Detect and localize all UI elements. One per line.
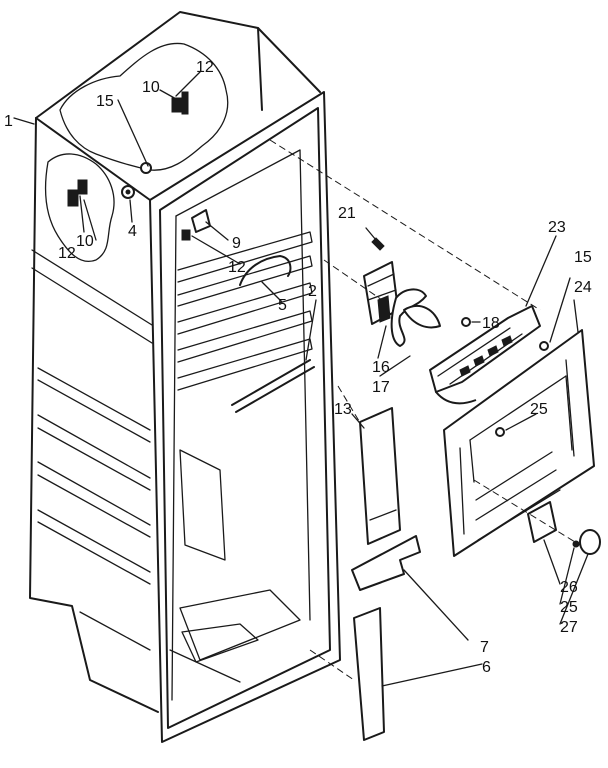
callout-15-upper: 15 — [96, 93, 114, 110]
fastener-clip-10-upper — [171, 91, 189, 115]
screw-25-upper — [495, 427, 505, 437]
callout-17: 17 — [372, 379, 390, 396]
callout-26: 26 — [560, 579, 578, 596]
alignment-lines — [269, 139, 581, 681]
callout-labels: 1 15 12 10 12 10 4 9 12 5 2 21 23 15 24 … — [4, 59, 592, 676]
fan-motor-assembly — [363, 261, 441, 347]
callout-13: 13 — [334, 401, 352, 418]
callout-10-side: 10 — [76, 233, 94, 250]
callout-9: 9 — [232, 235, 241, 252]
callout-10-upper: 10 — [142, 79, 160, 96]
callout-2: 2 — [308, 283, 317, 300]
duct-13 — [359, 407, 401, 545]
callout-18: 18 — [482, 315, 500, 332]
callout-25-lower: 25 — [560, 599, 578, 616]
callout-4: 4 — [128, 223, 137, 240]
cabinet-outline — [29, 11, 321, 713]
callout-16: 16 — [372, 359, 390, 376]
callout-23: 23 — [548, 219, 566, 236]
heater-wire-5 — [239, 255, 292, 286]
screw-21 — [371, 237, 385, 251]
callout-27: 27 — [560, 619, 578, 636]
grommet-4 — [121, 185, 135, 199]
cabinet-flange — [149, 91, 341, 743]
callout-5: 5 — [278, 297, 287, 314]
callout-7: 7 — [480, 639, 489, 656]
fan-shroud-23 — [429, 305, 541, 405]
screw-18 — [461, 317, 471, 327]
callout-15-lower: 15 — [574, 249, 592, 266]
insulation-cutaway — [45, 42, 229, 262]
clip-12-front — [181, 229, 191, 241]
callout-25-upper: 25 — [530, 401, 548, 418]
evaporator-cover-24 — [443, 329, 595, 557]
callout-12-front: 12 — [228, 259, 246, 276]
baffle-7 — [351, 535, 421, 591]
callout-6: 6 — [482, 659, 491, 676]
knob-27 — [572, 529, 601, 555]
screw-15-lower — [539, 341, 549, 351]
callout-12-upper: 12 — [196, 59, 214, 76]
fastener-clip-10-lower — [67, 179, 88, 207]
leader-lines — [13, 71, 589, 687]
tube-2 — [231, 359, 315, 413]
callout-12-side: 12 — [58, 245, 76, 262]
callout-24: 24 — [574, 279, 592, 296]
panel-6 — [353, 607, 385, 741]
screw-15-upper — [140, 162, 152, 174]
callout-21: 21 — [338, 205, 356, 222]
callout-1: 1 — [4, 113, 13, 130]
